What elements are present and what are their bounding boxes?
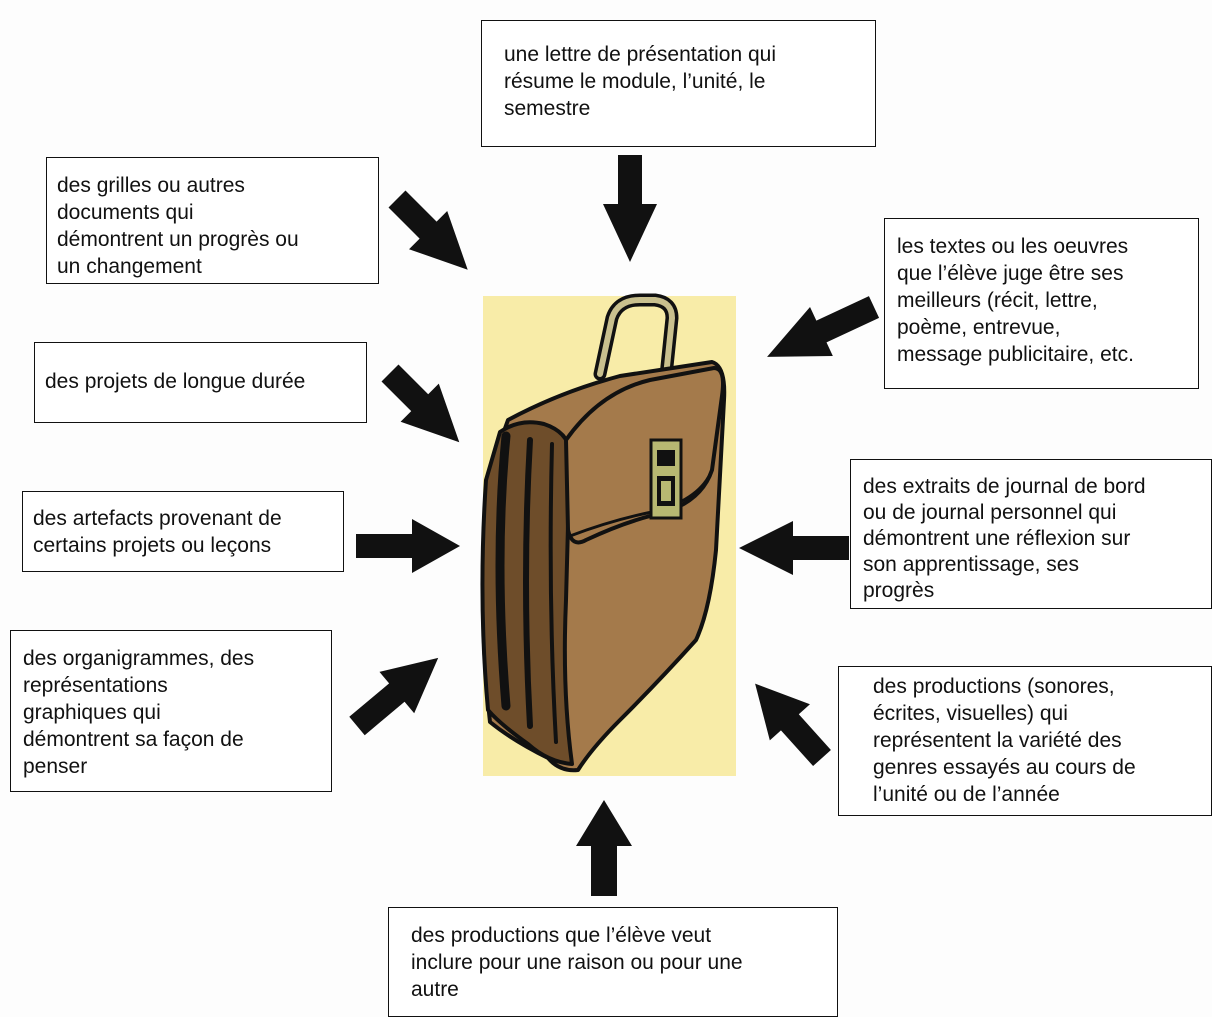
arrow-organigrammes	[349, 657, 439, 736]
arrow-textes	[767, 296, 880, 357]
briefcase-icon	[480, 293, 727, 773]
box-productions-autre: des productions que l’élève veut inclure…	[388, 907, 838, 1017]
box-textes-oeuvres: les textes ou les oeuvres que l’élève ju…	[884, 218, 1199, 389]
box-lettre-presentation: une lettre de présentation qui résume le…	[481, 20, 876, 147]
arrow-projets	[381, 364, 460, 443]
arrow-grilles	[388, 190, 468, 270]
arrow-bottom	[576, 800, 632, 896]
briefcase-illustration	[480, 293, 736, 776]
briefcase-clasp	[649, 438, 683, 520]
box-organigrammes: des organigrammes, des représentations g…	[10, 630, 332, 792]
box-grilles-documents: des grilles ou autres documents qui démo…	[46, 157, 379, 284]
box-productions-sonores: des productions (sonores, écrites, visue…	[838, 666, 1212, 816]
box-projets-longue-duree: des projets de longue durée	[34, 342, 367, 423]
arrows	[349, 155, 880, 896]
arrow-extraits	[739, 521, 849, 575]
box-artefacts: des artefacts provenant de certains proj…	[22, 491, 344, 572]
arrow-productions-sonores	[755, 683, 831, 767]
arrow-top	[603, 155, 657, 262]
arrow-artefacts	[356, 519, 460, 573]
box-extraits-journal: des extraits de journal de bord ou de jo…	[850, 459, 1212, 609]
